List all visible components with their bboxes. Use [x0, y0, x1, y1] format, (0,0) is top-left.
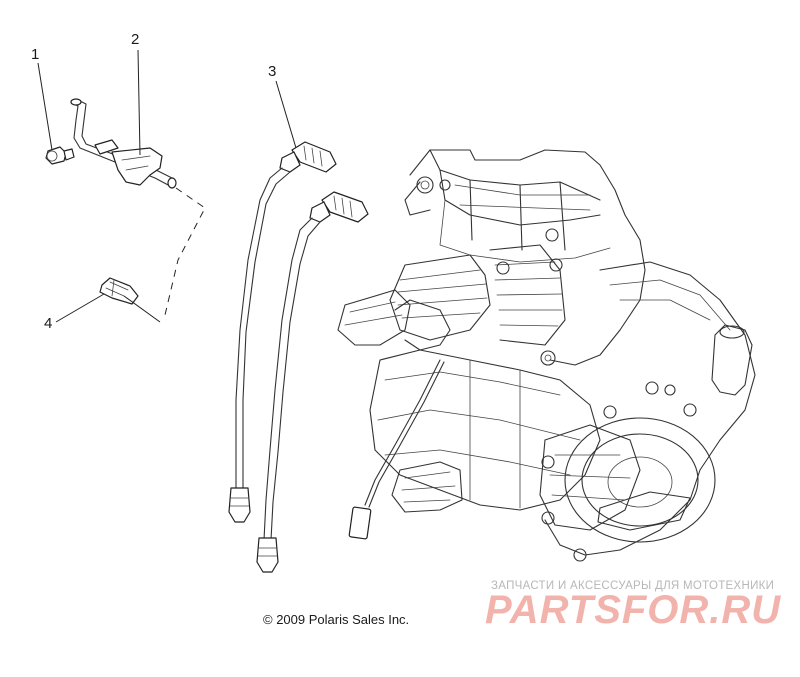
- leader-4b: [123, 295, 161, 323]
- engine-assembly: [337, 149, 756, 562]
- callout-3: 3: [268, 63, 277, 80]
- leader-3: [275, 80, 297, 149]
- callout-4: 4: [44, 315, 53, 332]
- callout-2: 2: [131, 31, 140, 48]
- dashed-connection: [164, 187, 206, 316]
- watermark-logo: PARTSFOR.RU: [485, 588, 782, 632]
- callout-1: 1: [31, 46, 40, 63]
- part-4-connector: [99, 277, 139, 305]
- part-2-vent-hose: [70, 98, 177, 189]
- part-1-fitting: [45, 146, 75, 165]
- leader-2: [137, 49, 141, 156]
- part-3-fuel-injectors: [228, 141, 369, 573]
- watermark-tagline: ЗАПЧАСТИ И АКСЕССУАРЫ ДЛЯ МОТОТЕХНИКИ: [491, 580, 775, 592]
- leader-lines: [37, 49, 297, 323]
- copyright-notice: © 2009 Polaris Sales Inc.: [263, 612, 410, 627]
- leader-4: [55, 293, 105, 323]
- leader-1: [37, 62, 53, 151]
